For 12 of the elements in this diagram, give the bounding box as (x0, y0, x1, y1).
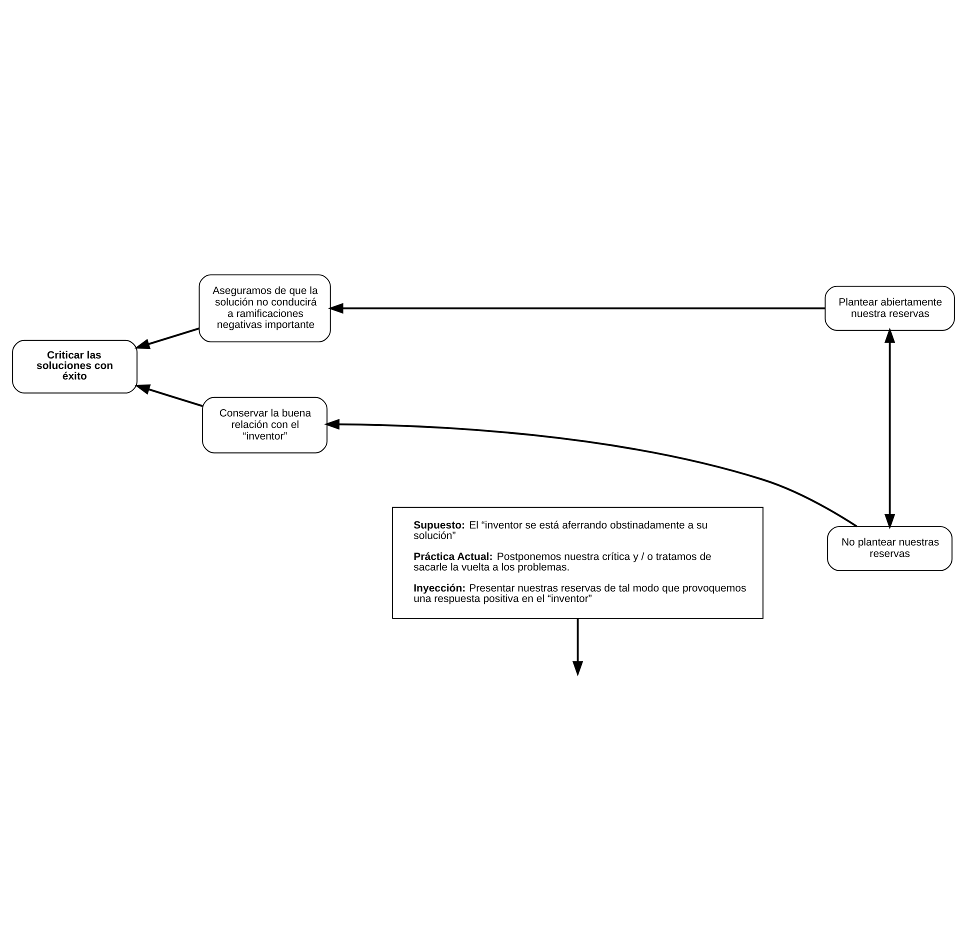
arrow (328, 302, 826, 314)
arrow (134, 384, 203, 406)
node-box: Criticar las soluciones con éxito (12, 339, 138, 394)
node-box: Aseguramos de que la solución no conducirá a ramificaciones negativas importante (198, 274, 331, 342)
node-box: Supuesto: El “inventor se está aferrando obstinadamente a su solución” Práctica Actual: Postponemos nuestra crítica y / o tratamos de sacarle la vuelta a los problemas. Inyección: Presentar nuestras reservas de tal modo que provoquemos una respuesta positiva en el “inventor” (392, 506, 764, 618)
node-box: Conservar la buena relación con el “inventor” (202, 396, 328, 453)
arrow (572, 618, 584, 676)
arrow (134, 327, 200, 349)
node-box: Plantear abiertamente nuestra reservas (824, 285, 955, 330)
arrow (884, 327, 896, 529)
node-box: No plantear nuestras reservas (827, 526, 952, 571)
arrow (324, 418, 858, 527)
